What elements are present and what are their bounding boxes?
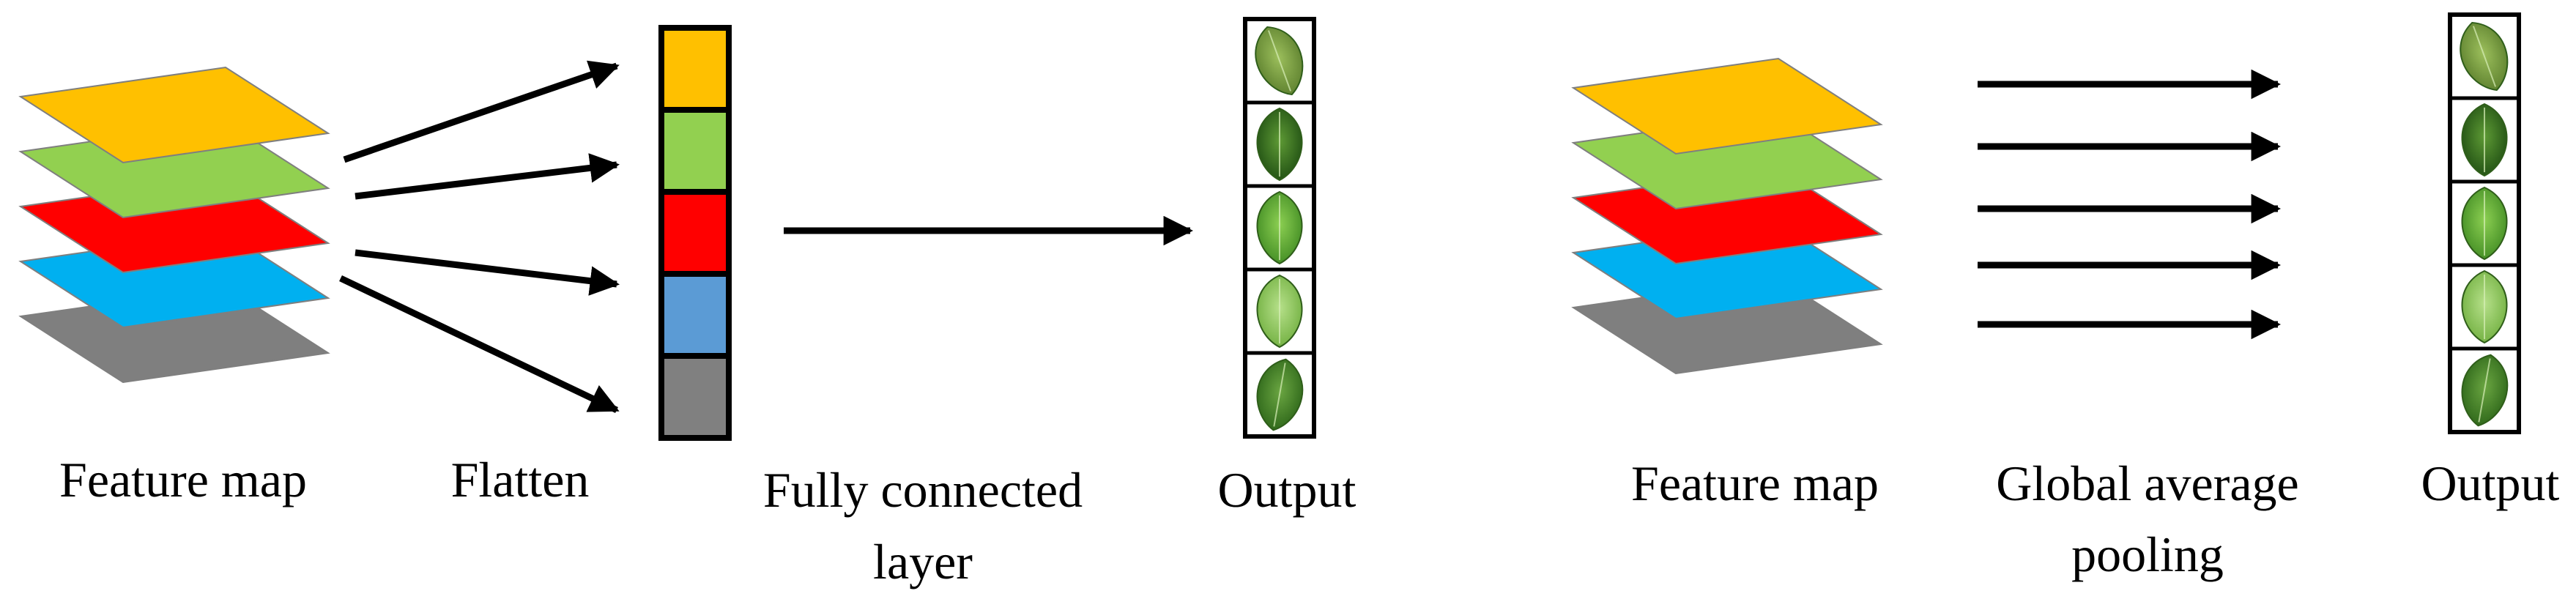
right-feature-map-stack (1571, 57, 1883, 375)
flatten-label: Flatten (451, 452, 590, 507)
flatten-arrows (339, 60, 620, 414)
left-output-column (1243, 17, 1316, 439)
flatten-arrow-1 (343, 60, 620, 163)
fully-connected-label-line2: layer (873, 534, 973, 589)
right-output-label: Output (2421, 455, 2560, 511)
right-feature-map-layer-yellow (1571, 57, 1883, 155)
flatten-arrow-2 (355, 153, 620, 200)
left-feature-map-layer-yellow (18, 66, 330, 164)
global-average-pooling-arrows (1978, 69, 2282, 340)
flatten-arrow-4 (339, 275, 620, 414)
flatten-vector (658, 25, 732, 441)
right-feature-map-label: Feature map (1631, 455, 1879, 511)
left-output-cell-5 (1243, 351, 1316, 439)
flatten-cell-blue (658, 271, 732, 359)
right-output-leaf-5-vein (2478, 358, 2491, 423)
flatten-cell-gray (658, 353, 732, 441)
left-feature-map-stack (18, 66, 330, 384)
gap-label-line2: pooling (2071, 527, 2224, 582)
flatten-cell-red (658, 189, 732, 277)
right-output-cell-5 (2448, 346, 2521, 434)
left-output-leaf-1-vein (1267, 30, 1292, 92)
flatten-cell-yellow (658, 25, 732, 113)
left-output-leaf-5-vein (1273, 362, 1286, 427)
fully-connected-label-line1: Fully connected (763, 462, 1083, 518)
right-output-column (2448, 12, 2521, 434)
flatten-cell-green (658, 107, 732, 195)
left-output-label: Output (1218, 462, 1356, 518)
gap-label-line1: Global average (1996, 455, 2298, 511)
right-output-leaf-1-vein (2472, 26, 2497, 87)
left-feature-map-label: Feature map (59, 452, 307, 507)
flatten-arrow-3 (355, 249, 620, 296)
